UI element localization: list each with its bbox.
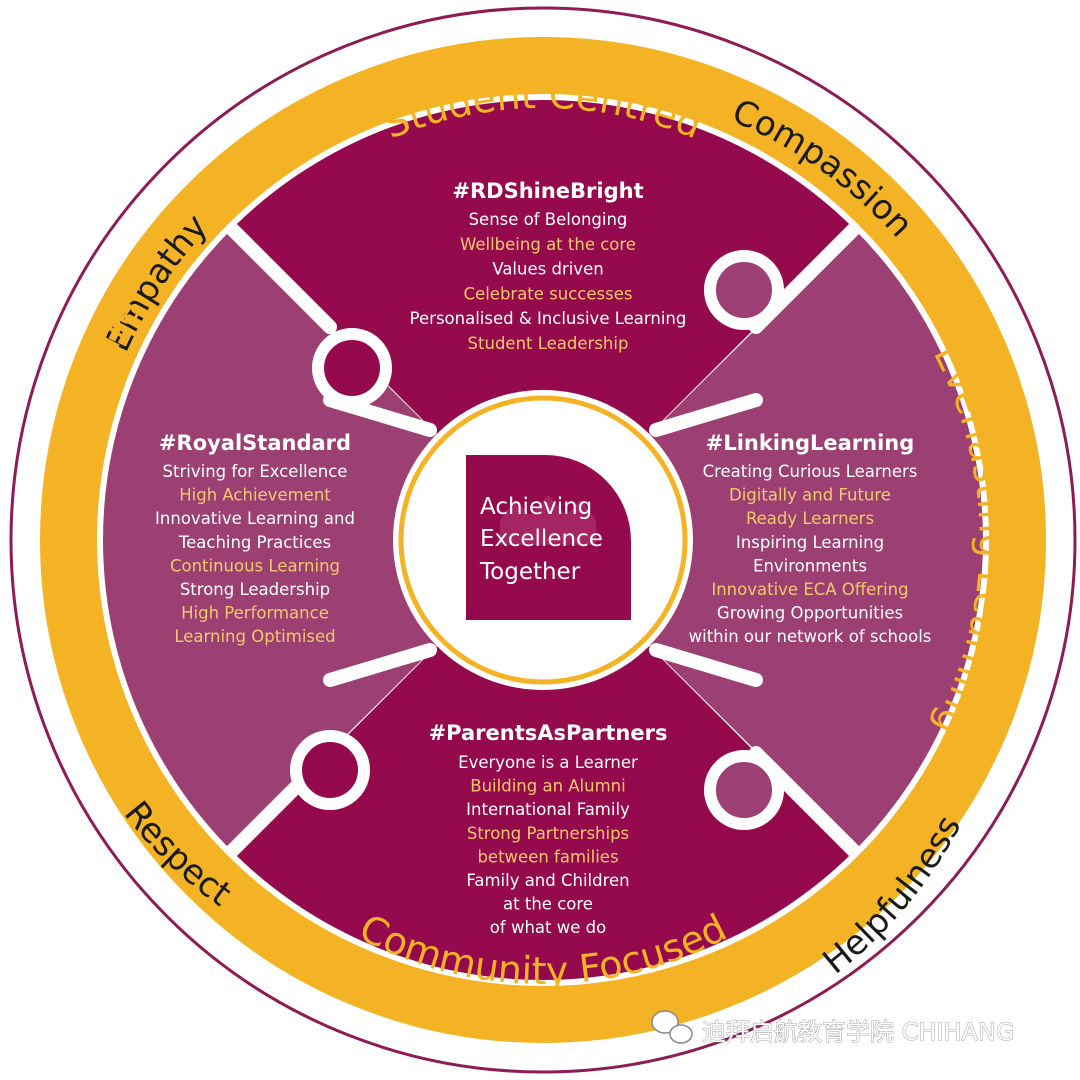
pillar-left-line: Innovative Learning and [155,509,355,528]
pillar-right-line: Innovative ECA Offering [711,580,908,599]
pillar-bottom-line: International Family [466,800,630,819]
pillar-left-line: Learning Optimised [174,627,335,646]
hashtag-bottom: #ParentsAsPartners [429,721,668,745]
pillar-left-line: Continuous Learning [170,556,340,575]
pillar-left-line: High Achievement [179,486,331,505]
pillar-bottom-line: Everyone is a Learner [458,753,638,772]
pillar-top-line: Student Leadership [468,334,629,353]
puzzle-knob-bottom-right [704,750,784,830]
puzzle-knob-top-right [704,250,784,330]
pillar-bottom-line: between families [477,847,618,866]
pillar-bottom-line: Building an Alumni [470,777,625,796]
center-circle-ring [398,395,688,685]
pillar-right-line: within our network of schools [689,627,932,646]
watermark: 迪拜启航教育学院 CHIHANG [651,1010,1015,1046]
hashtag-left: #RoyalStandard [159,431,351,455]
wechat-icon [651,1010,693,1044]
crown-icon [500,495,596,545]
pillar-right-line: Environments [753,556,867,575]
center-line-2: Excellence [480,526,603,552]
hashtag-top: #RDShineBright [452,179,643,203]
pillar-top-line: Values driven [492,260,603,279]
pillar-right-line: Digitally and Future [729,486,891,505]
pillar-top-line: Celebrate successes [464,284,633,303]
pillar-right-line: Growing Opportunities [717,604,903,623]
pillar-top-line: Sense of Belonging [469,210,628,229]
pillar-right-line: Ready Learners [746,509,874,528]
pillar-bottom-line: Strong Partnerships [467,824,629,843]
pillar-bottom-line: of what we do [490,918,606,937]
pillar-left-line: High Performance [181,604,329,623]
center-line-3: Together [479,559,581,585]
pillar-left-line: Teaching Practices [178,533,331,552]
pillar-top-line: Personalised & Inclusive Learning [410,309,687,328]
pillar-left-line: Striving for Excellence [163,462,348,481]
pillar-bottom-line: Family and Children [466,871,629,890]
pillar-right-line: Inspiring Learning [736,533,884,552]
puzzle-piece-right [543,200,983,880]
puzzle-knob-top-left [312,328,392,408]
pillar-left-line: Strong Leadership [180,580,330,599]
puzzle-piece-left [103,200,543,880]
hashtag-right: #LinkingLearning [706,431,915,455]
center-line-1: Achieving [480,494,592,520]
pillar-right-line: Creating Curious Learners [703,462,918,481]
pillar-top-line: Wellbeing at the core [460,235,636,254]
puzzle-knob-bottom-left [290,730,370,810]
watermark-text: 迪拜启航教育学院 CHIHANG [702,1018,1015,1046]
pillar-bottom-line: at the core [503,895,593,914]
